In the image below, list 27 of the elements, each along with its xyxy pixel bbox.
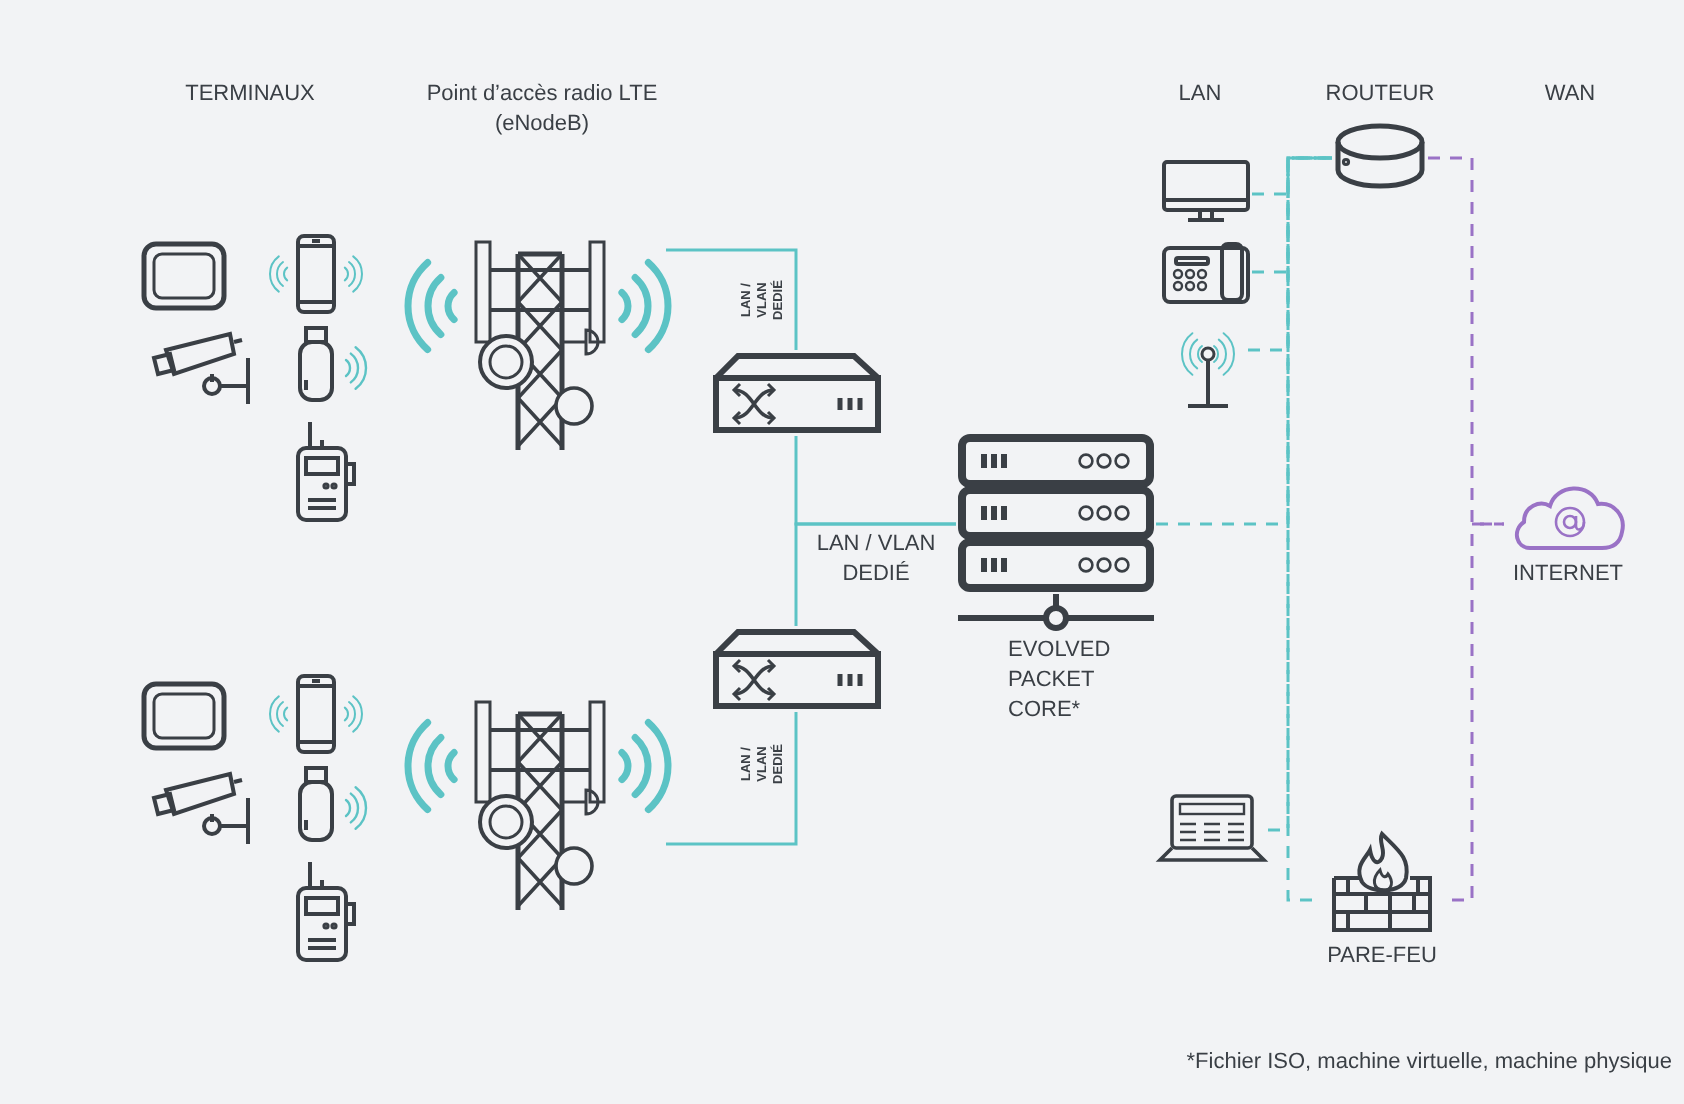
node-label: PARE-FEU: [1325, 942, 1439, 972]
router-icon: [1332, 122, 1428, 194]
walkie-talkie-icon: [292, 420, 360, 524]
node-label: INTERNET: [1511, 560, 1625, 590]
connector: [666, 712, 798, 846]
column-heading: LAN: [1176, 80, 1224, 110]
desk-phone-icon: [1160, 240, 1252, 306]
laptop-icon: [1156, 792, 1268, 864]
node-label: EVOLVED PACKET CORE*: [1006, 636, 1113, 726]
monitor-icon: [1160, 158, 1252, 224]
column-heading: WAN: [1542, 80, 1598, 110]
dashed-connector: [1268, 156, 1332, 832]
column-heading: ROUTEUR: [1323, 80, 1437, 110]
smartphone-icon: [264, 232, 368, 316]
tablet-icon: [140, 240, 228, 312]
tablet-icon: [140, 680, 228, 752]
network-switch-icon: [710, 626, 884, 712]
column-heading: TERMINAUX: [183, 80, 317, 110]
connector: [794, 522, 956, 626]
connector: [666, 248, 798, 350]
dashed-connector: [1286, 156, 1332, 902]
column-heading: Point d’accès radio LTE (eNodeB): [424, 80, 660, 140]
dashed-connector: [1452, 522, 1504, 902]
network-switch-icon: [710, 350, 884, 436]
walkie-talkie-icon: [292, 860, 360, 964]
smartphone-icon: [264, 672, 368, 756]
footnote: *Fichier ISO, machine virtuelle, machine physique: [1184, 1048, 1672, 1078]
